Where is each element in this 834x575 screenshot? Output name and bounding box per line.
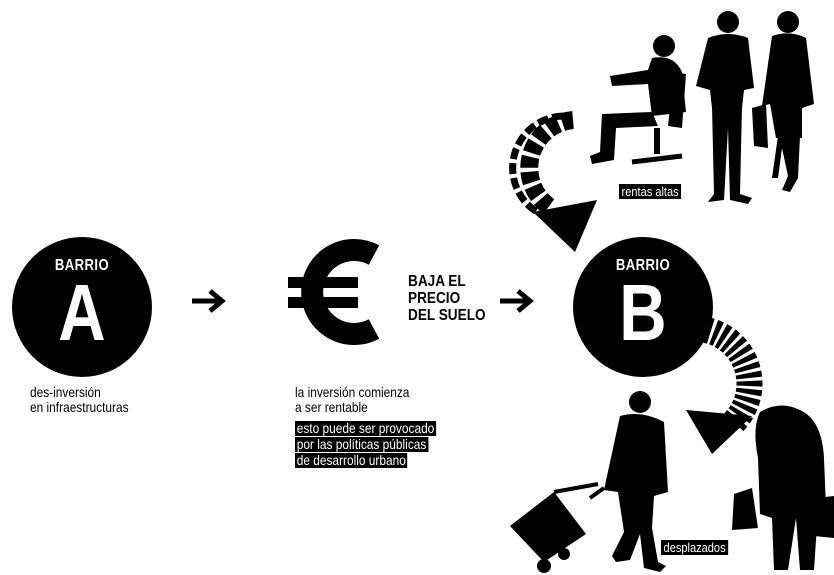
barrio-b-letter: B: [619, 268, 667, 357]
caption-a-line-1: des-inversión: [30, 384, 101, 400]
person-silhouette-icon: [752, 11, 814, 192]
person-silhouette-icon: [510, 391, 668, 573]
barrio-b-circle: BARRIO B: [573, 237, 713, 377]
caption-euro-line-1: la inversión comienza: [295, 384, 410, 400]
person-silhouette-icon: [590, 35, 686, 165]
right-arrow-icon: [192, 289, 226, 313]
curved-arrow-icon: [686, 317, 763, 454]
caption-euro: la inversión comienza a ser rentable est…: [295, 384, 437, 469]
caption-euro-highlight-2: por las políticas públicas: [295, 436, 429, 452]
price-drop-line-3: DEL SUELO: [408, 307, 486, 324]
curved-arrow-icon: [509, 111, 597, 252]
caption-euro-line-2: a ser rentable: [295, 399, 368, 415]
price-drop-text: BAJA EL PRECIO DEL SUELO: [408, 273, 486, 324]
barrio-a-circle: BARRIO A: [12, 237, 152, 377]
price-drop-line-2: PRECIO: [408, 290, 461, 307]
tag-displaced: desplazados: [661, 540, 729, 555]
person-silhouette-icon: [696, 11, 754, 204]
tag-high-income: rentas altas: [619, 184, 682, 199]
caption-a: des-inversión en infraestructuras: [30, 385, 129, 415]
caption-euro-highlight-1: esto puede ser provocado: [295, 420, 437, 436]
person-silhouette-icon: [732, 405, 834, 570]
right-arrow-icon: [500, 289, 534, 313]
barrio-a-letter: A: [58, 268, 106, 357]
price-drop-line-1: BAJA EL: [408, 273, 466, 290]
barrio-a-label: BARRIO: [54, 257, 110, 274]
caption-a-line-2: en infraestructuras: [30, 399, 129, 415]
euro-icon: [288, 239, 380, 345]
barrio-b-label: BARRIO: [615, 257, 671, 274]
caption-euro-highlight-3: de desarrollo urbano: [295, 452, 408, 468]
